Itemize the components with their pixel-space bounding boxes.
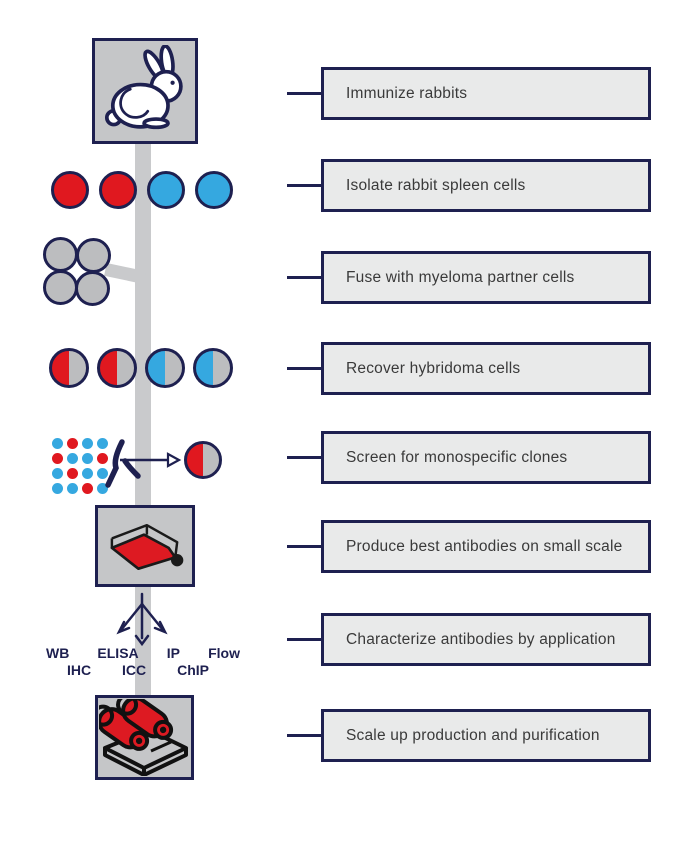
- applications-row-1: WB ELISA IP Flow: [46, 645, 240, 661]
- step-label: Recover hybridoma cells: [346, 359, 521, 377]
- myeloma-cell: [75, 271, 110, 306]
- antibody-icon: [105, 439, 141, 488]
- hybridoma-cell: [97, 348, 137, 388]
- connector-stub: [287, 276, 321, 279]
- step-label: Scale up production and purification: [346, 726, 600, 744]
- step-label: Screen for monospecific clones: [346, 448, 568, 466]
- screening-well-dot: [82, 453, 93, 464]
- screening-well-dot: [97, 453, 108, 464]
- myeloma-cell: [43, 237, 78, 272]
- screening-well-dot: [97, 483, 108, 494]
- hybridoma-cells-row: [49, 348, 233, 388]
- characterization-branch-arrows: [116, 592, 168, 647]
- application-label: IHC: [67, 662, 92, 678]
- application-label: Flow: [208, 645, 240, 661]
- spleen-cell: [99, 171, 137, 209]
- step-row-fuse: Fuse with myeloma partner cells: [287, 251, 651, 304]
- application-label: ChIP: [177, 662, 209, 678]
- roller-bottles-icon: [99, 699, 188, 776]
- step-label: Characterize antibodies by application: [346, 630, 616, 648]
- hybridoma-cell: [49, 348, 89, 388]
- screen-arrow: [120, 452, 182, 468]
- screening-well-dot: [52, 483, 63, 494]
- step-label: Produce best antibodies on small scale: [346, 537, 623, 555]
- application-label: ICC: [122, 662, 147, 678]
- hybridoma-cell: [145, 348, 185, 388]
- small-scale-flask-box: [95, 505, 195, 587]
- connector-stub: [287, 545, 321, 548]
- step-row-screen: Screen for monospecific clones: [287, 431, 651, 484]
- rabbit-icon: [104, 45, 183, 130]
- hybridoma-cell: [193, 348, 233, 388]
- immunize-rabbit-box: [92, 38, 198, 144]
- step-row-immunize: Immunize rabbits: [287, 67, 651, 120]
- step-row-recover: Recover hybridoma cells: [287, 342, 651, 395]
- step-label-box: Characterize antibodies by application: [321, 613, 651, 666]
- screening-well-dot: [67, 453, 78, 464]
- step-row-produce: Produce best antibodies on small scale: [287, 520, 651, 573]
- screening-well-dot: [82, 483, 93, 494]
- screening-well-dot: [67, 438, 78, 449]
- application-label: IP: [166, 645, 180, 661]
- step-label-box: Recover hybridoma cells: [321, 342, 651, 395]
- connector-stub: [287, 92, 321, 95]
- application-label: ELISA: [97, 645, 139, 661]
- step-label: Immunize rabbits: [346, 84, 468, 102]
- screening-well-dot: [52, 453, 63, 464]
- screening-well-dot: [67, 483, 78, 494]
- scale-up-bottles-box: [95, 695, 194, 780]
- applications-row-2: IHC ICC ChIP: [67, 662, 209, 678]
- culture-flask-icon: [110, 523, 184, 571]
- spleen-cells-row: [51, 171, 233, 209]
- screening-well-dot: [52, 468, 63, 479]
- step-label: Isolate rabbit spleen cells: [346, 176, 526, 194]
- step-label-box: Produce best antibodies on small scale: [321, 520, 651, 573]
- screening-well-dot: [97, 438, 108, 449]
- step-label-box: Immunize rabbits: [321, 67, 651, 120]
- screening-well-dot: [82, 468, 93, 479]
- step-label-box: Fuse with myeloma partner cells: [321, 251, 651, 304]
- connector-stub: [287, 734, 321, 737]
- step-row-isolate: Isolate rabbit spleen cells: [287, 159, 651, 212]
- screening-well-dot: [97, 468, 108, 479]
- step-label: Fuse with myeloma partner cells: [346, 268, 575, 286]
- screening-well-dot: [82, 438, 93, 449]
- connector-stub: [287, 638, 321, 641]
- myeloma-cell: [76, 238, 111, 273]
- connector-stub: [287, 456, 321, 459]
- step-label-box: Scale up production and purification: [321, 709, 651, 762]
- step-row-characterize: Characterize antibodies by application: [287, 613, 651, 666]
- spleen-cell: [51, 171, 89, 209]
- myeloma-cell: [43, 270, 78, 305]
- selected-clone-cell: [184, 441, 222, 479]
- screening-well-dot: [52, 438, 63, 449]
- step-row-scale-up: Scale up production and purification: [287, 709, 651, 762]
- step-label-box: Isolate rabbit spleen cells: [321, 159, 651, 212]
- screening-plate-grid: [52, 438, 108, 494]
- spleen-cell: [195, 171, 233, 209]
- step-label-box: Screen for monospecific clones: [321, 431, 651, 484]
- application-label: WB: [46, 645, 70, 661]
- screening-well-dot: [67, 468, 78, 479]
- connector-stub: [287, 367, 321, 370]
- connector-stub: [287, 184, 321, 187]
- spleen-cell: [147, 171, 185, 209]
